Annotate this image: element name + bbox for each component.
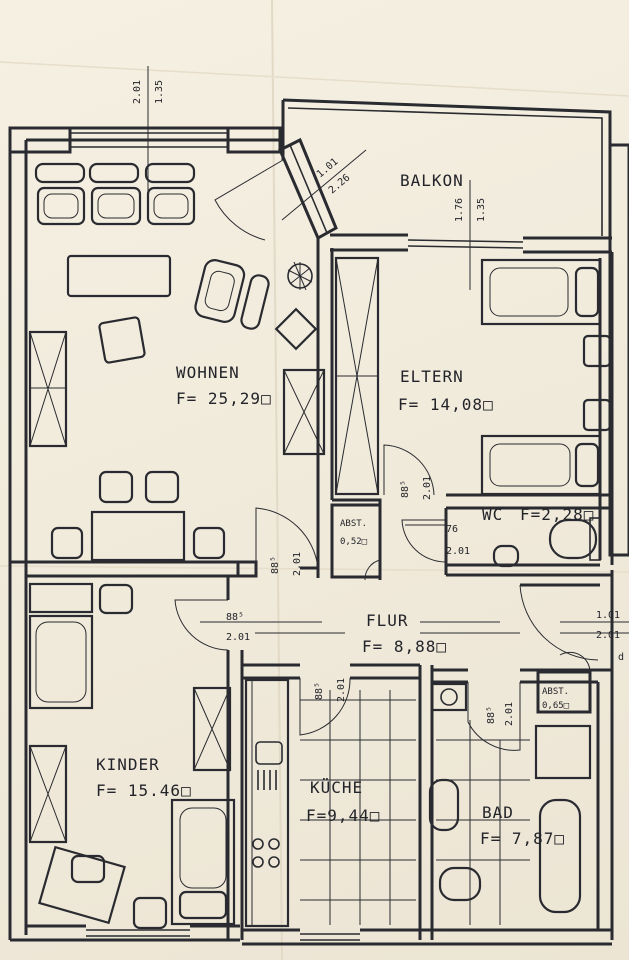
flur-name: FLUR	[366, 611, 409, 630]
eltern-area: F= 14,08□	[398, 395, 494, 414]
abst1-area: 0,52□	[340, 537, 368, 547]
flur-area: F= 8,88□	[362, 637, 447, 656]
kinder-name: KINDER	[96, 755, 160, 774]
wohnen-door-dim-b: 2.01	[292, 552, 303, 576]
dimension-lines	[147, 66, 629, 634]
abst1-name: ABST.	[340, 519, 367, 529]
top-window-dim-b: 1.35	[154, 80, 165, 104]
wc-area: F=2,28□	[520, 505, 594, 524]
wohnen-door-dim-a: 88⁵	[270, 556, 281, 574]
kinder-area: F= 15.46□	[96, 781, 192, 800]
kinder-door-dim-a: 88⁵	[226, 612, 244, 623]
bad-area: F= 7,87□	[480, 829, 565, 848]
abst2-area: 0,65□	[542, 701, 570, 711]
kueche-area: F=9,44□	[306, 806, 380, 825]
labels: 2.01 1.35 1.01 2.26 BALKON 1.76 1.35 WOH…	[96, 80, 624, 848]
kinder-door-dim-b: 2.01	[226, 632, 250, 643]
kueche-door-dim-b: 2.01	[336, 678, 347, 702]
balcony-window-dim-a: 1.76	[454, 198, 465, 222]
eltern-door-dim-a: 88⁵	[400, 480, 411, 498]
entry-dim-a: 1.01	[596, 610, 620, 621]
kueche-door-dim-a: 88⁵	[314, 682, 325, 700]
kueche-name: KÜCHE	[310, 778, 363, 797]
balcony-window-dim-b: 1.35	[476, 198, 487, 222]
furniture	[28, 162, 612, 930]
walls	[8, 98, 629, 946]
wc-inner-dim-a: 76	[446, 524, 458, 535]
bad-door-dim-a: 88⁵	[486, 706, 497, 724]
door-swings	[174, 159, 599, 751]
wc-name: WC	[482, 505, 503, 524]
eltern-name: ELTERN	[400, 367, 464, 386]
bad-door-dim-b: 2.01	[504, 702, 515, 726]
balcony-door-dim-b: 2.26	[327, 172, 353, 196]
balkon-label: BALKON	[400, 171, 464, 190]
top-window-dim-a: 2.01	[132, 80, 143, 104]
wohnen-name: WOHNEN	[176, 363, 240, 382]
eltern-door-dim-b: 2.01	[422, 476, 433, 500]
bad-name: BAD	[482, 803, 514, 822]
balcony-door-dim-a: 1.01	[315, 156, 341, 180]
wc-inner-dim-b: 2.01	[446, 546, 470, 557]
abst2-name: ABST.	[542, 687, 569, 697]
entry-dim-b: 2.01	[596, 630, 620, 641]
entry-dim-c: d	[618, 652, 624, 663]
wohnen-area: F= 25,29□	[176, 389, 272, 408]
